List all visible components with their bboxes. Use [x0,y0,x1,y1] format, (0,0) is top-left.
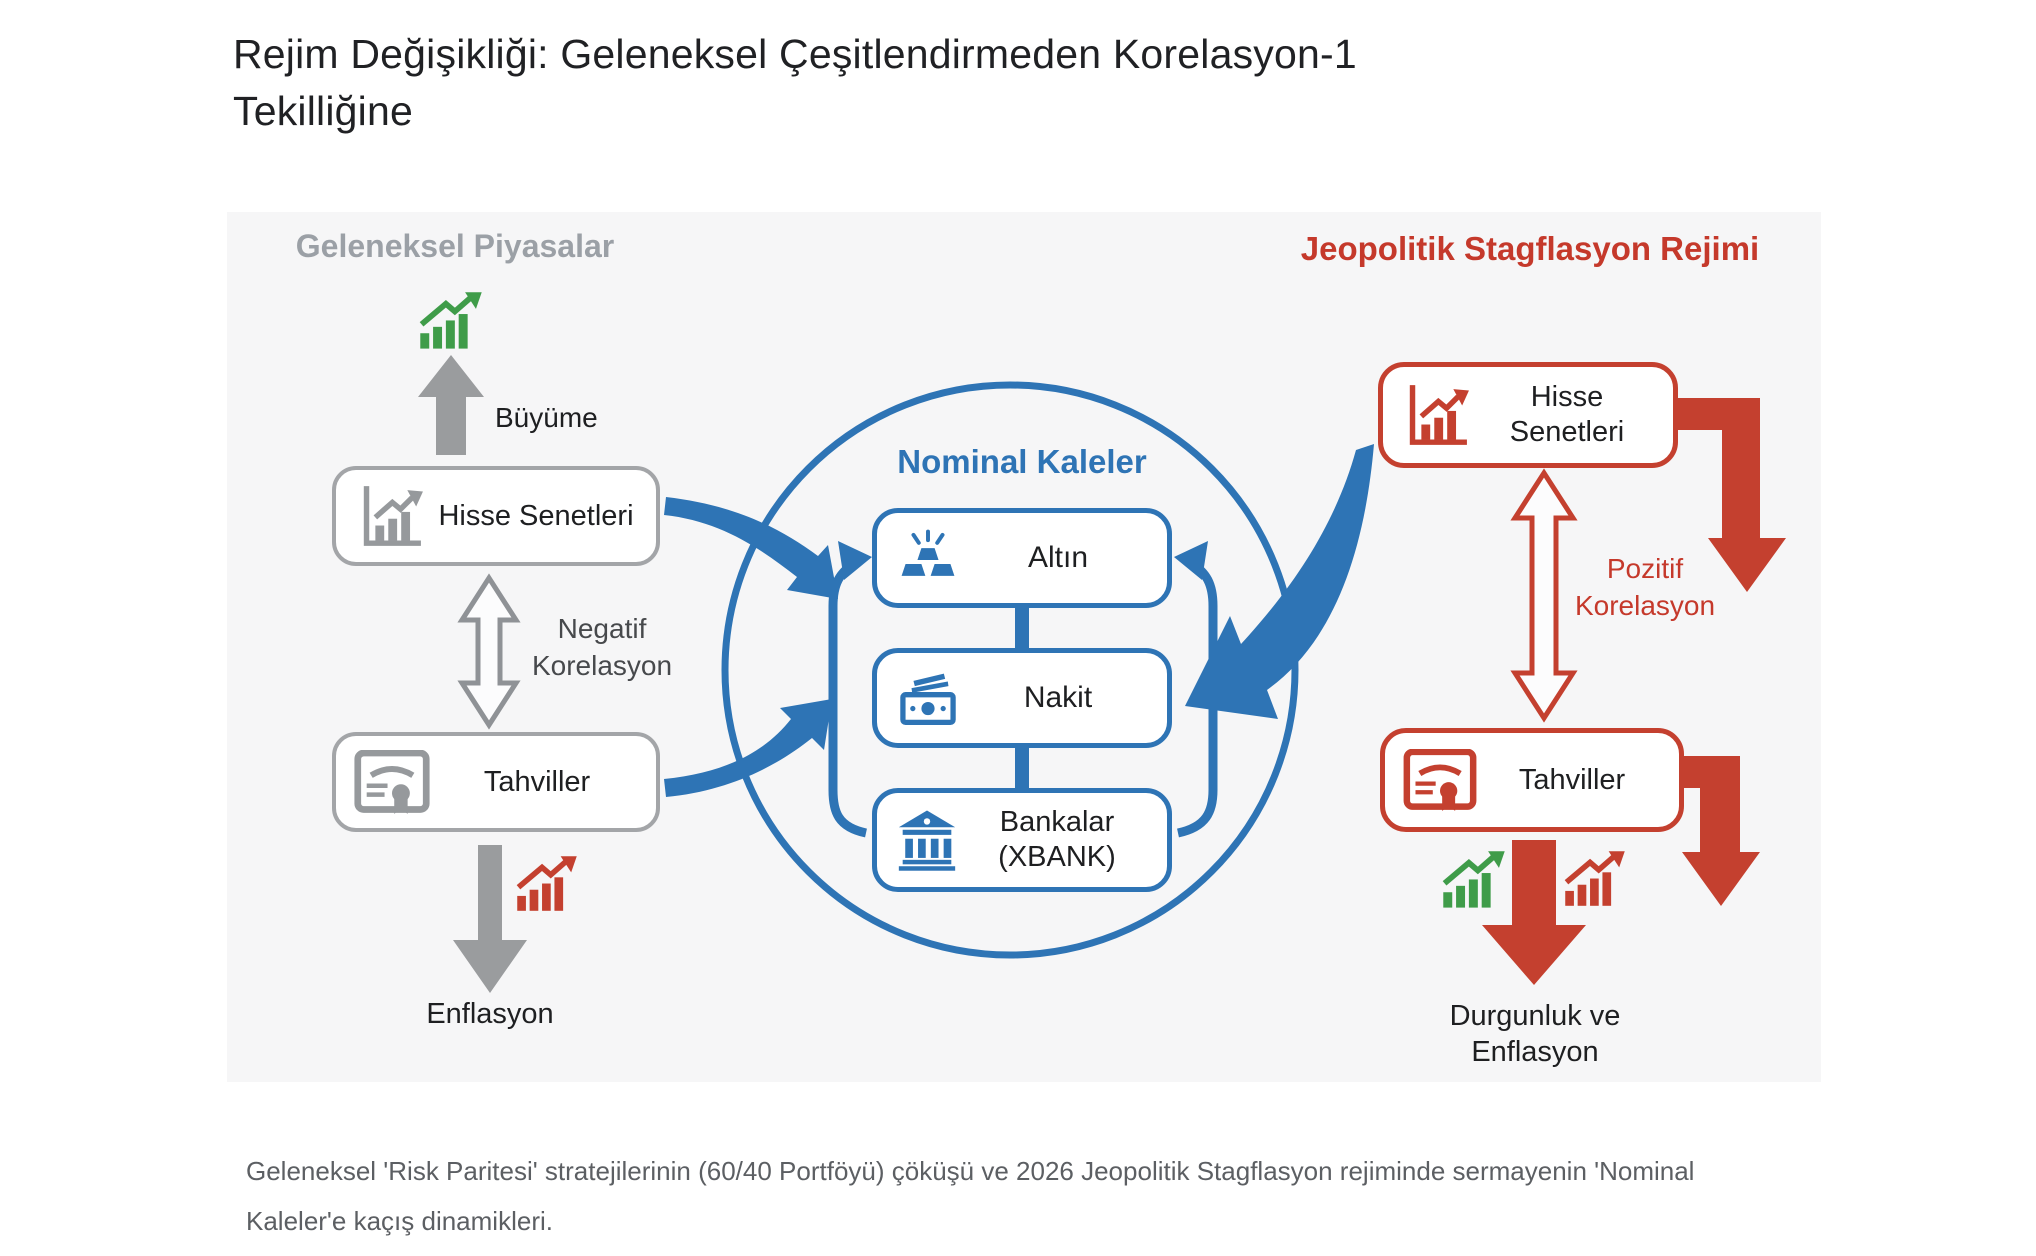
bonds-label-left: Tahviller [483,765,591,798]
certificate-icon [1403,749,1477,811]
bar-chart-icon [1401,381,1473,449]
stocks-label-left: Hisse Senetleri [438,499,634,532]
cash-box: Nakit [872,648,1172,748]
bonds-box-left: Tahviller [332,732,660,832]
cash-label: Nakit [1023,681,1093,714]
gold-label: Altın [1027,541,1089,574]
nominal-fortress-title: Nominal Kaleler [897,443,1147,480]
negative-correlation-label: Negatif Korelasyon [531,613,673,681]
bonds-box-right: Tahviller [1380,728,1684,832]
page-title: Rejim Değişikliği: Geleneksel Çeşitlendi… [233,31,1357,134]
bonds-label-right: Tahviller [1518,763,1626,796]
positive-correlation-label: Pozitif Korelasyon [1574,553,1716,621]
certificate-icon [354,750,430,814]
gold-box: Altın [872,508,1172,608]
banknote-icon [895,669,961,727]
banks-label: Bankalar (XBANK) [998,806,1116,873]
stagflation-regime-header: Jeopolitik Stagflasyon Rejimi [1300,230,1760,267]
bank-building-icon [898,810,956,871]
bar-chart-icon [354,482,428,550]
traditional-markets-header: Geleneksel Piyasalar [295,228,615,264]
diagram-panel [227,212,1821,1082]
inflation-label: Enflasyon [426,998,554,1030]
stocks-label-right: Hisse Senetleri [1509,381,1625,448]
figure-caption: Geleneksel 'Risk Paritesi' stratejilerin… [246,1156,1695,1236]
stocks-box-right: Hisse Senetleri [1378,362,1678,468]
stocks-box-left: Hisse Senetleri [332,466,660,566]
stagnation-inflation-label: Durgunluk ve Enflasyon [1449,1000,1621,1068]
banks-box: Bankalar (XBANK) [872,788,1172,892]
gold-bars-icon [899,529,957,578]
growth-label: Büyüme [495,402,598,433]
